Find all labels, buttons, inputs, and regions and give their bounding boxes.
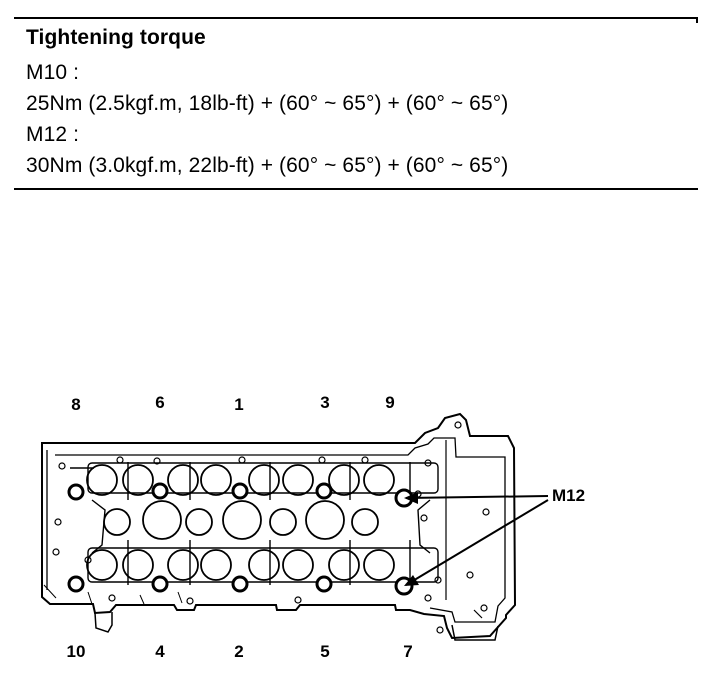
arrowhead-upper <box>404 492 418 504</box>
bolt-4 <box>151 575 169 593</box>
bolt-10 <box>67 575 85 593</box>
bolt-number-top-2: 6 <box>155 393 164 412</box>
bolt-8 <box>67 483 85 501</box>
leader-line-upper <box>405 495 549 499</box>
bolt-number-top-1: 8 <box>71 395 80 414</box>
spec-line-m12: M12 : <box>26 123 80 146</box>
arrowhead-lower <box>404 575 419 586</box>
top-bolt-numbers: 8 6 1 3 9 <box>71 393 394 414</box>
bolt-number-top-5: 9 <box>385 393 394 412</box>
spec-bottom-rule <box>14 188 698 190</box>
leader-line-lower <box>405 499 549 586</box>
spec-line-m10-torque: 25Nm (2.5kgf.m, 18lb-ft) + (60° ~ 65°) +… <box>26 92 509 115</box>
bottom-bolt-numbers: 10 4 2 5 7 <box>67 642 413 661</box>
bolt-1 <box>231 482 249 500</box>
middle-chambers <box>103 500 379 540</box>
bolt-number-bottom-3: 2 <box>234 642 243 661</box>
bolt-2 <box>231 575 249 593</box>
spec-corner-tick <box>696 17 698 23</box>
bolt-number-bottom-1: 10 <box>67 642 86 661</box>
bottom-bores <box>86 549 395 581</box>
bolt-number-bottom-2: 4 <box>155 642 165 661</box>
top-bores <box>86 464 395 496</box>
spec-title: Tightening torque <box>26 26 206 49</box>
bolt-6 <box>151 482 169 500</box>
bolt-5 <box>315 575 333 593</box>
bolt-number-bottom-4: 5 <box>320 642 329 661</box>
bolt-number-bottom-5: 7 <box>403 642 412 661</box>
bolt-3 <box>315 482 333 500</box>
bolt-number-top-3: 1 <box>234 395 243 414</box>
spec-line-m12-torque: 30Nm (3.0kgf.m, 22lb-ft) + (60° ~ 65°) +… <box>26 154 509 177</box>
head-ribs <box>70 462 439 585</box>
spec-line-m10: M10 : <box>26 61 80 84</box>
spec-top-rule <box>14 17 698 19</box>
m12-label: M12 <box>552 486 585 505</box>
m12-callout: M12 <box>404 486 585 586</box>
torque-spec-box: Tightening torque M10 : 25Nm (2.5kgf.m, … <box>14 17 698 190</box>
bolt-number-top-4: 3 <box>320 393 329 412</box>
head-bolts <box>67 482 414 596</box>
head-outline <box>41 412 517 641</box>
